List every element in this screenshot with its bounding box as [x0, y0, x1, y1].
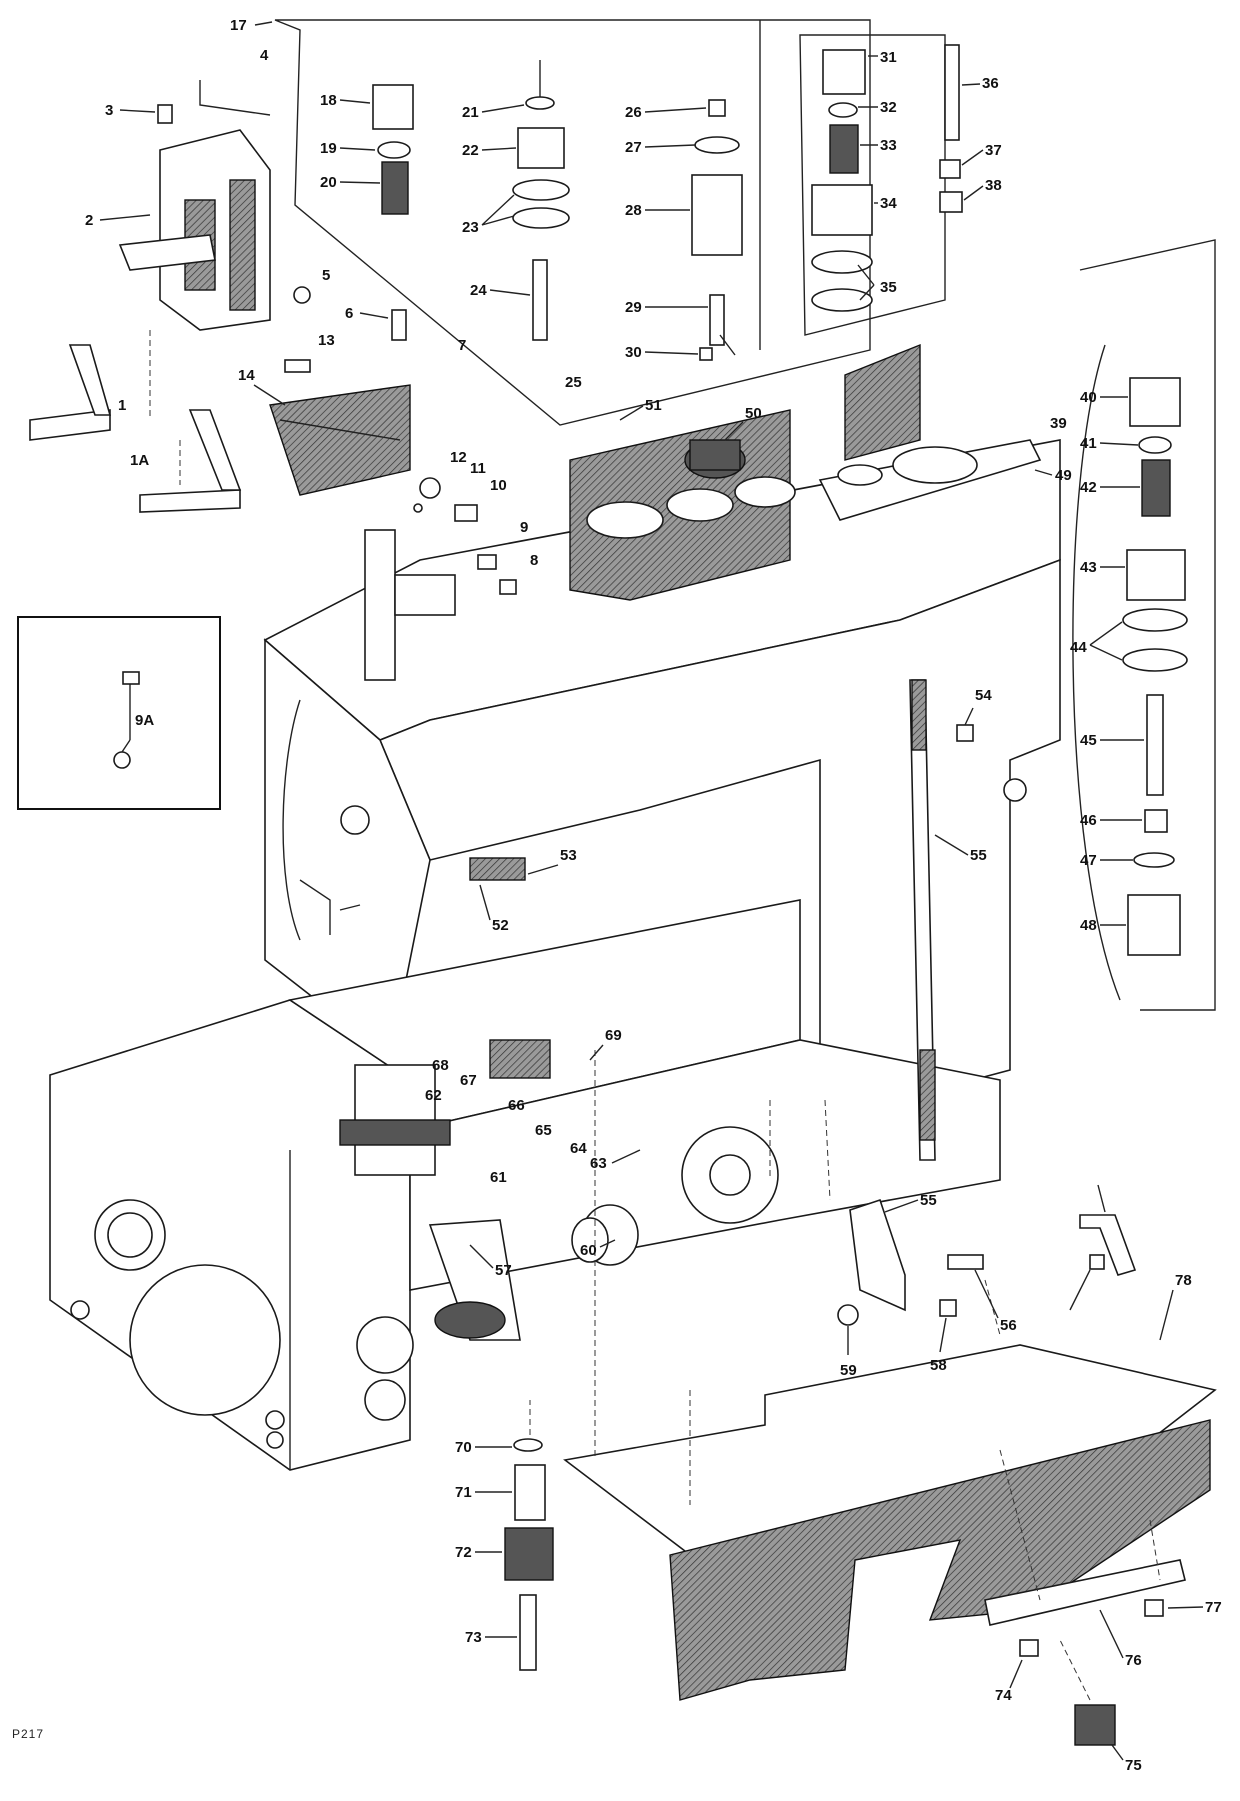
tension-assembly-37: [1072, 239, 1216, 1011]
label-68: 70: [455, 1439, 472, 1456]
link-53: [909, 679, 974, 1161]
label-34: 36: [982, 75, 999, 92]
label-51: 53: [560, 847, 577, 864]
label-40: 42: [1080, 479, 1097, 496]
label-29: 31: [880, 49, 897, 66]
label-60: 62: [425, 1087, 442, 1104]
label-44: 46: [1080, 812, 1097, 829]
assembly-lines: [149, 330, 1161, 1701]
label-48: 50: [745, 405, 762, 422]
label-57: 59: [840, 1362, 857, 1379]
label-47: 49: [1055, 467, 1072, 484]
label-73: 75: [1125, 1757, 1142, 1774]
label-9: 9: [520, 519, 528, 536]
label-1: 1: [118, 397, 126, 414]
label-12: 12: [450, 449, 467, 466]
label-10: 10: [490, 477, 507, 494]
label-28: 30: [625, 344, 642, 361]
label-3: 3: [105, 102, 113, 119]
label-8: 8: [530, 552, 538, 569]
label-22: 24: [470, 282, 487, 299]
label-39: 41: [1080, 435, 1097, 452]
label-62: 64: [570, 1140, 587, 1157]
tension-assembly-29-36: [799, 34, 963, 336]
label-33: 35: [880, 279, 897, 296]
upper-left-brackets: [29, 80, 517, 595]
label-55b: 57: [495, 1262, 512, 1279]
label-13: 13: [318, 332, 335, 349]
label-46: 48: [1080, 917, 1097, 934]
label-20: 22: [462, 142, 479, 159]
label-26: 28: [625, 202, 642, 219]
label-71: 73: [465, 1629, 482, 1646]
label-41: 43: [1080, 559, 1097, 576]
label-50: 52: [492, 917, 509, 934]
label-36: 38: [985, 177, 1002, 194]
top-cover-assembly: [569, 343, 1042, 601]
label-74: 76: [1125, 1652, 1142, 1669]
label-4: 4: [260, 47, 269, 64]
label-38: 40: [1080, 389, 1097, 406]
inset-9a: [17, 616, 221, 810]
label-76: 78: [1175, 1272, 1192, 1289]
label-42: 44: [1070, 639, 1087, 656]
label-23: 25: [565, 374, 582, 391]
label-66: 68: [432, 1057, 449, 1074]
lower-right-parts: [563, 1198, 1217, 1746]
label-61: 63: [590, 1155, 607, 1172]
label-65: 67: [460, 1072, 477, 1089]
label-52: 54: [975, 687, 992, 704]
label-7: 7: [458, 337, 466, 354]
label-31: 33: [880, 137, 897, 154]
label-11: 11: [470, 460, 486, 477]
label-69: 71: [455, 1484, 472, 1501]
label-55: 56: [1000, 1317, 1017, 1334]
label-16: 18: [320, 92, 337, 109]
label-35: 37: [985, 142, 1002, 159]
lower-center-parts: [504, 1438, 554, 1671]
label-32: 34: [880, 195, 897, 212]
label-37: 39: [1050, 415, 1067, 432]
label-70: 72: [455, 1544, 472, 1561]
label-2: 2: [85, 212, 93, 229]
machine-body: [49, 439, 1061, 1471]
label-14: 14: [238, 367, 255, 384]
label-21: 23: [462, 219, 479, 236]
label-25: 27: [625, 139, 642, 156]
label-24: 26: [625, 104, 642, 121]
label-15: 17: [230, 17, 247, 34]
label-19: 21: [462, 104, 479, 121]
label-9a: 9A: [135, 712, 154, 729]
label-64: 66: [508, 1097, 525, 1114]
tension-assembly-15: [274, 19, 871, 426]
label-56: 58: [930, 1357, 947, 1374]
label-17: 19: [320, 140, 337, 157]
label-75: 77: [1205, 1599, 1222, 1616]
part-labels: 17 4 3 2 5 1 1A 6 13 14 7 12 11 10 9 8 9…: [85, 17, 1222, 1774]
label-43: 45: [1080, 732, 1097, 749]
label-5: 5: [322, 267, 330, 284]
footer-code: P217: [12, 1727, 44, 1741]
label-18: 20: [320, 174, 337, 191]
label-30: 32: [880, 99, 897, 116]
label-1a: 1A: [130, 452, 149, 469]
label-67: 69: [605, 1027, 622, 1044]
label-49: 51: [645, 397, 662, 414]
label-45: 47: [1080, 852, 1097, 869]
label-58: 60: [580, 1242, 597, 1259]
label-53: 55: [970, 847, 987, 864]
label-72: 74: [995, 1687, 1012, 1704]
label-54: 55: [920, 1192, 937, 1209]
label-63: 65: [535, 1122, 552, 1139]
label-6: 6: [345, 305, 353, 322]
label-59: 61: [490, 1169, 507, 1186]
label-27: 29: [625, 299, 642, 316]
